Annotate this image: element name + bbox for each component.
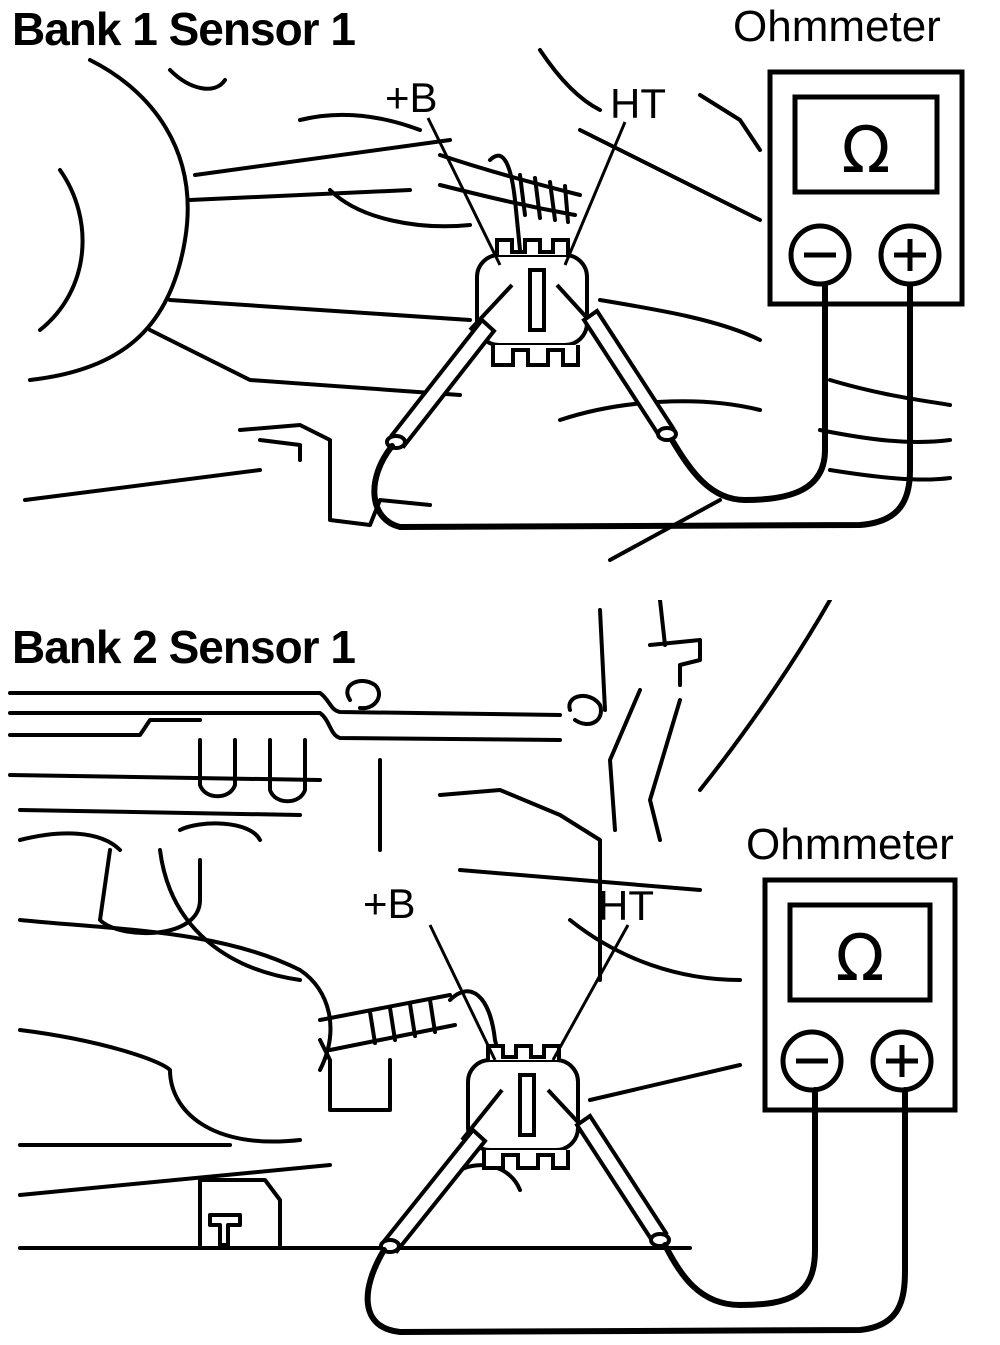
engine-contour <box>38 168 85 332</box>
probe-negative <box>379 1088 504 1254</box>
bracket <box>258 438 302 462</box>
ht-label: HT <box>610 80 666 127</box>
probe-positive <box>555 283 678 442</box>
engine-contour <box>28 58 190 382</box>
bank1-engine-illustration: Ω <box>23 48 965 562</box>
engine-contour <box>458 868 702 892</box>
engine-contour <box>158 848 302 982</box>
engine-contour <box>588 1063 742 1102</box>
panel-title: Bank 2 Sensor 1 <box>12 621 356 673</box>
engine-contour <box>648 698 682 842</box>
plus-b-pointer <box>428 924 497 1061</box>
negative-terminal <box>780 1029 844 1093</box>
plus-b-label: +B <box>385 74 438 121</box>
engine-contour <box>608 688 642 832</box>
engine-contour <box>345 679 381 711</box>
ht-pointer <box>551 924 630 1061</box>
engine-contour <box>168 68 227 91</box>
engine-contour <box>198 738 237 799</box>
lead-positive <box>662 1087 818 1309</box>
bank1-sensor1-panel: Ω Bank 1 Sensor 1 Ohmmeter +B HT <box>0 0 1000 600</box>
positive-terminal <box>878 223 942 287</box>
positive-terminal <box>870 1029 934 1093</box>
bank2-engine-illustration: Ω <box>8 600 958 1336</box>
ohmmeter-label: Ohmmeter <box>746 820 954 869</box>
engine-contour <box>18 1163 332 1197</box>
plus-b-pointer <box>426 117 502 266</box>
oxygen-sensor-threads <box>368 998 437 1045</box>
engine-contour <box>538 48 602 112</box>
sensor-connector <box>475 238 589 367</box>
engine-contour <box>178 821 262 842</box>
engine-contour <box>188 188 412 202</box>
oxygen-sensor-body <box>438 153 582 197</box>
engine-contour <box>168 298 472 322</box>
engine-contour <box>23 468 262 502</box>
ht-label: HT <box>598 882 654 929</box>
engine-contour <box>818 428 952 444</box>
engine-contour <box>698 600 832 792</box>
lead-negative <box>371 282 913 531</box>
engine-contour <box>598 298 762 342</box>
ohmmeter-label: Ohmmeter <box>733 2 941 51</box>
engine-contour <box>18 831 122 852</box>
ht-pointer <box>563 121 627 266</box>
engine-contour <box>148 328 462 397</box>
engine-contour <box>828 468 952 482</box>
panel-title: Bank 1 Sensor 1 <box>12 3 356 55</box>
lead-negative <box>364 1087 908 1336</box>
engine-contour <box>567 694 603 726</box>
engine-contour <box>8 773 322 782</box>
sensor-connector <box>466 1044 580 1170</box>
bank2-sensor1-panel: Ω Bank 2 Sensor 1 Ohmmeter +B HT <box>0 600 1000 1345</box>
probe-positive <box>546 1088 671 1248</box>
engine-contour <box>558 399 762 422</box>
engine-contour <box>598 608 607 712</box>
negative-terminal <box>788 223 852 287</box>
ohm-symbol: Ω <box>836 922 885 996</box>
bracket <box>238 423 432 527</box>
engine-contour <box>18 808 302 817</box>
ohmmeter-display <box>787 902 933 1003</box>
engine-contour <box>648 638 702 687</box>
probe-negative <box>385 283 514 450</box>
engine-contour <box>18 1028 302 1144</box>
engine-contour <box>8 691 562 717</box>
plus-b-label: +B <box>363 880 416 927</box>
engine-contour <box>98 848 202 936</box>
engine-contour <box>18 918 333 1072</box>
oxygen-sensor-body <box>438 183 577 217</box>
bracket <box>198 1178 282 1250</box>
ohmmeter <box>762 877 958 1113</box>
engine-contour <box>8 718 202 737</box>
ohmmeter-display <box>792 94 940 195</box>
oxygen-sensor-threads <box>518 173 570 224</box>
engine-contour <box>268 738 307 804</box>
engine-contour <box>828 378 952 407</box>
engine-contour <box>658 600 667 647</box>
engine-contour <box>698 93 762 152</box>
bracket <box>208 1213 242 1247</box>
engine-contour <box>578 128 762 222</box>
lead-positive <box>669 282 828 504</box>
sensor-wire <box>488 153 522 252</box>
engine-contour <box>568 918 742 982</box>
engine-contour <box>193 138 452 177</box>
engine-contour <box>298 112 422 132</box>
sensor-wire <box>448 989 502 1062</box>
engine-contour <box>438 788 602 982</box>
ohmmeter <box>767 69 965 307</box>
engine-contour <box>328 188 472 229</box>
engine-contour <box>608 498 722 562</box>
engine-contour <box>8 711 562 742</box>
bracket <box>318 1038 392 1112</box>
ohm-symbol: Ω <box>842 114 891 188</box>
